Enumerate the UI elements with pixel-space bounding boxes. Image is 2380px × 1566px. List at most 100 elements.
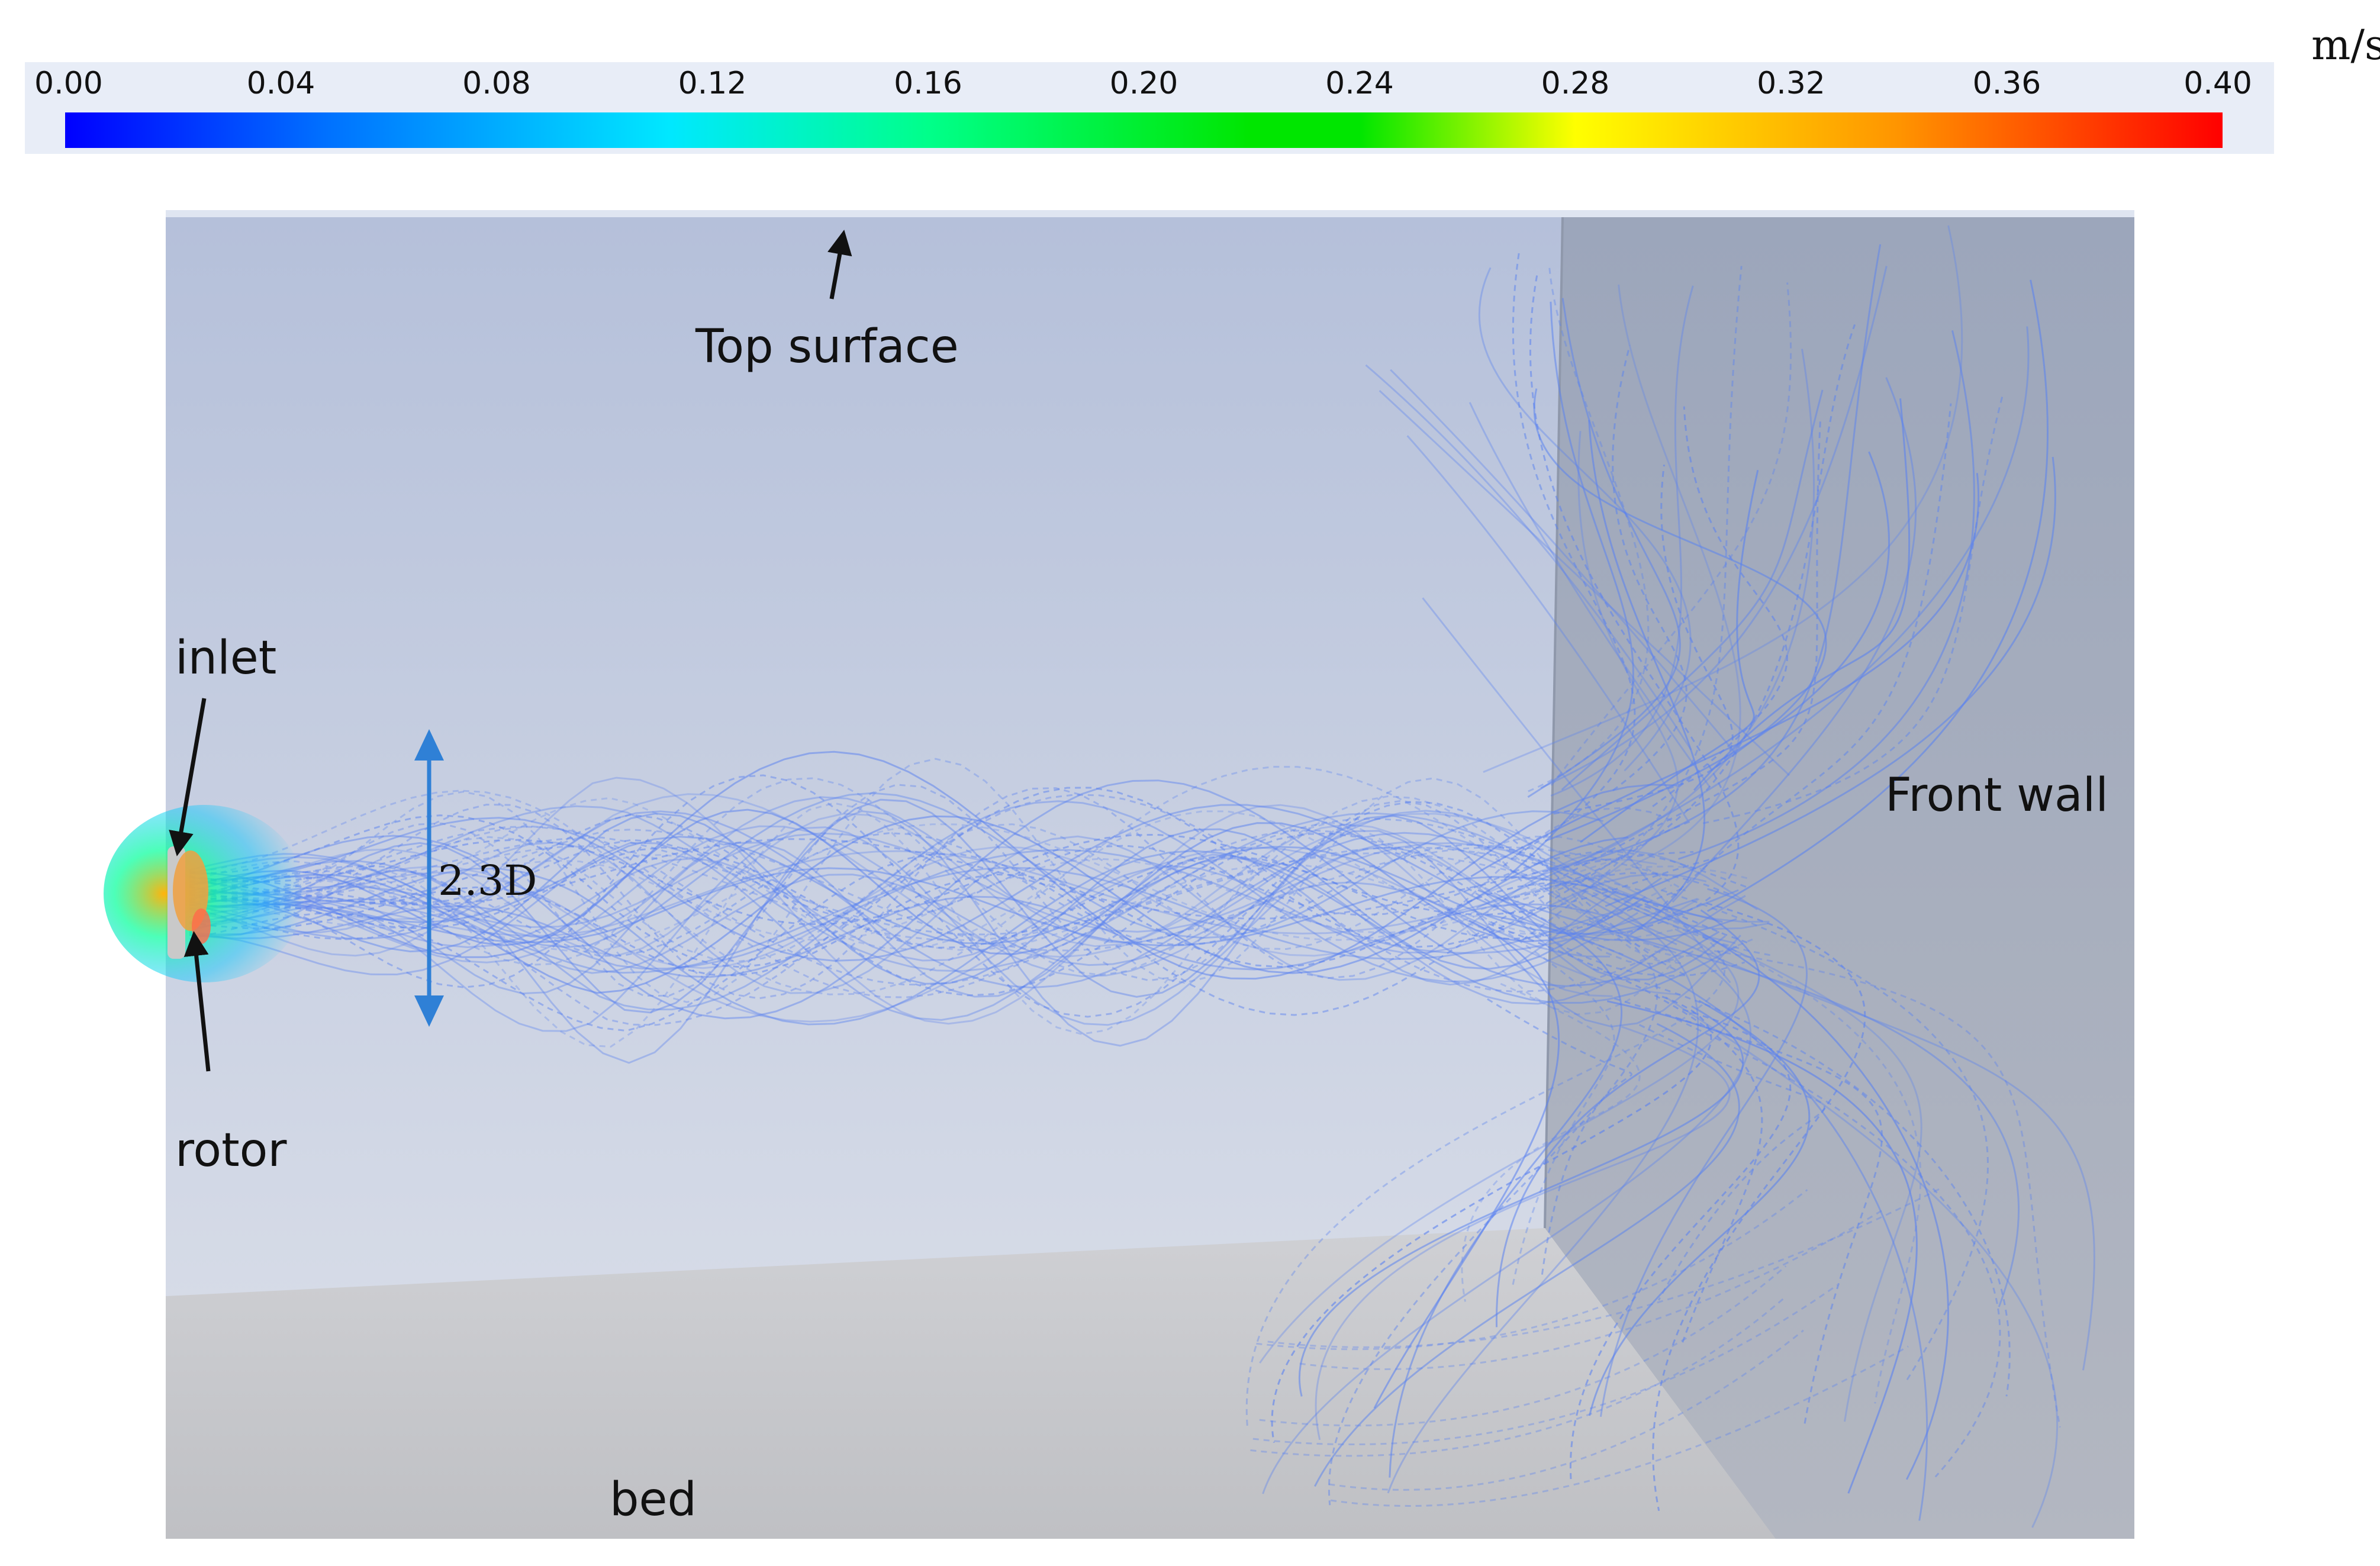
streamline bbox=[1529, 275, 1740, 934]
streamline bbox=[1259, 1265, 1787, 1427]
colorbar-tick-label: 0.28 bbox=[1541, 66, 1610, 101]
streamline bbox=[1259, 928, 1740, 1364]
streamline bbox=[1644, 903, 1949, 1480]
streamline bbox=[1481, 915, 1615, 1289]
streamline bbox=[189, 787, 1675, 1000]
streamline bbox=[1267, 1187, 1943, 1348]
streamline bbox=[189, 758, 1682, 1003]
streamline bbox=[1706, 279, 2049, 912]
streamline bbox=[189, 814, 1745, 997]
streamline bbox=[189, 804, 1737, 962]
streamline bbox=[1379, 389, 1790, 776]
streamline bbox=[1652, 902, 1866, 1512]
streamline bbox=[1513, 324, 1856, 899]
streamline bbox=[1627, 917, 2095, 1371]
streamline bbox=[189, 895, 1610, 978]
streamline bbox=[1262, 949, 1752, 1494]
streamline bbox=[1476, 326, 2030, 909]
top-surface-label: Top surface bbox=[695, 320, 959, 373]
streamline bbox=[1250, 1296, 1787, 1457]
streamline bbox=[189, 826, 1603, 1032]
streamline bbox=[189, 857, 1707, 962]
streamline bbox=[189, 850, 1611, 937]
rotor-region bbox=[104, 805, 305, 982]
streamline bbox=[189, 846, 1657, 969]
streamline bbox=[189, 794, 1664, 1026]
streamline bbox=[189, 835, 1758, 994]
streamline bbox=[1271, 995, 1712, 1443]
streamline bbox=[189, 798, 1727, 1014]
streamline bbox=[1252, 1284, 1838, 1446]
rotor-label: rotor bbox=[175, 1124, 287, 1177]
colorbar-tick-label: 0.20 bbox=[1110, 66, 1178, 101]
streamline bbox=[1665, 996, 2059, 1528]
streamline bbox=[1315, 1026, 1731, 1441]
streamline bbox=[1693, 398, 1911, 791]
streamline bbox=[1468, 402, 1711, 788]
streamline bbox=[1373, 920, 1560, 1409]
top-surface-edge bbox=[166, 210, 2134, 217]
inlet-label: inlet bbox=[175, 631, 276, 685]
streamline bbox=[189, 850, 1738, 1026]
streamline bbox=[189, 766, 1668, 995]
streamlines bbox=[189, 225, 2095, 1528]
streamline bbox=[189, 779, 1720, 1020]
streamline bbox=[189, 750, 1677, 980]
streamline bbox=[1580, 470, 1759, 843]
streamline bbox=[1406, 435, 1689, 821]
streamline bbox=[1714, 950, 2061, 1428]
streamline bbox=[1618, 284, 1741, 867]
streamline bbox=[189, 810, 1741, 1064]
streamline bbox=[1527, 298, 1681, 798]
streamline bbox=[189, 849, 1698, 970]
colorbar-tick-label: 0.08 bbox=[462, 66, 531, 101]
streamline bbox=[1588, 420, 1706, 936]
streamline bbox=[1575, 244, 1882, 866]
streamline bbox=[189, 838, 1694, 920]
streamline bbox=[189, 874, 1611, 974]
streamline bbox=[1540, 266, 1888, 789]
top-surface-arrow bbox=[827, 230, 852, 299]
colorbar-tick-label: 0.12 bbox=[678, 66, 747, 101]
streamline bbox=[189, 813, 1663, 985]
streamline bbox=[1299, 1209, 1884, 1370]
streamline bbox=[189, 853, 1680, 951]
streamline bbox=[189, 784, 1705, 997]
streamline bbox=[1485, 913, 1928, 1521]
streamline bbox=[189, 817, 1774, 986]
streamline bbox=[1470, 473, 1979, 878]
streamline bbox=[1478, 267, 1692, 772]
streamline bbox=[1314, 1023, 1740, 1487]
streamline bbox=[1661, 889, 1989, 1383]
front-wall-surface bbox=[1545, 217, 2134, 1539]
streamline bbox=[189, 774, 1687, 1018]
streamline bbox=[1702, 396, 2004, 824]
colorbar-tick-label: 0.00 bbox=[34, 66, 103, 101]
streamline bbox=[1638, 1024, 1825, 1301]
streamline bbox=[1606, 1000, 1918, 1494]
streamline bbox=[1702, 935, 1922, 1422]
annotations: Top surface inlet rotor Front wall bed bbox=[169, 230, 2108, 1526]
streamline bbox=[189, 776, 1613, 1025]
bed-label: bed bbox=[610, 1473, 697, 1526]
streamline bbox=[1389, 889, 1623, 1478]
colorbar-tick-label: 0.40 bbox=[2183, 66, 2252, 101]
dimension-arrowhead-top bbox=[414, 729, 444, 761]
colorbar-tick-label: 0.24 bbox=[1325, 66, 1394, 101]
streamline bbox=[189, 805, 1736, 972]
streamline bbox=[1422, 597, 1731, 984]
streamline bbox=[189, 832, 1637, 957]
streamline bbox=[1553, 464, 1734, 815]
streamline bbox=[1390, 369, 1737, 755]
streamline bbox=[189, 810, 1677, 989]
colorbar-tick-label: 0.36 bbox=[1973, 66, 2041, 101]
streamline bbox=[1634, 904, 1922, 1404]
colorbar-tick-label: 0.32 bbox=[1757, 66, 1825, 101]
streamline bbox=[1487, 923, 1763, 1343]
streamline bbox=[1676, 1018, 2001, 1478]
streamline bbox=[1652, 406, 1788, 807]
streamline bbox=[189, 842, 1746, 1021]
streamline bbox=[189, 853, 1732, 1032]
